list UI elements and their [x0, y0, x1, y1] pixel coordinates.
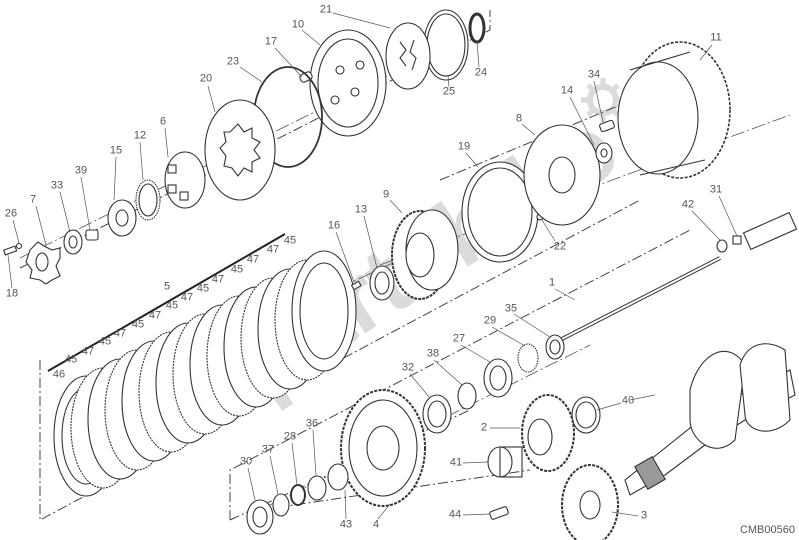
part-label-45[interactable]: 45 [131, 318, 145, 331]
part-38-washer [457, 382, 477, 410]
part-label-11[interactable]: 11 [710, 31, 722, 44]
part-label-17[interactable]: 17 [264, 35, 278, 48]
part-39-pin [85, 229, 99, 241]
part-label-39[interactable]: 39 [74, 164, 88, 177]
part-label-43[interactable]: 43 [339, 518, 353, 531]
part-43-ring [327, 463, 349, 491]
part-label-15[interactable]: 15 [109, 144, 123, 157]
part-label-25[interactable]: 25 [442, 85, 456, 98]
part-label-1[interactable]: 1 [548, 276, 556, 289]
part-24-seal [468, 12, 486, 44]
part-label-14[interactable]: 14 [560, 84, 574, 97]
gear-watermark-icon [581, 78, 625, 122]
part-label-19[interactable]: 19 [457, 140, 471, 153]
clutch-plate-pack [53, 250, 357, 497]
part-label-36[interactable]: 36 [305, 417, 319, 430]
part-label-40[interactable]: 40 [621, 394, 635, 407]
part-label-28[interactable]: 28 [283, 430, 297, 443]
part-label-47[interactable]: 47 [246, 253, 260, 266]
part-36-ring [307, 475, 327, 501]
crankshaft [624, 343, 796, 496]
part-label-47[interactable]: 47 [81, 345, 95, 358]
part-28-circlip [290, 484, 306, 506]
part-20-plate [204, 99, 276, 201]
part-label-10[interactable]: 10 [291, 18, 305, 31]
part-label-45[interactable]: 45 [283, 234, 297, 247]
part-label-44[interactable]: 44 [448, 508, 462, 521]
part-label-5[interactable]: 5 [163, 280, 171, 293]
part-label-18[interactable]: 18 [5, 287, 19, 300]
part-label-35[interactable]: 35 [504, 302, 518, 315]
part-label-4[interactable]: 4 [372, 518, 380, 531]
part-label-7[interactable]: 7 [29, 193, 37, 206]
part-label-26[interactable]: 26 [4, 207, 18, 220]
part-label-45[interactable]: 45 [64, 353, 78, 366]
part-label-45[interactable]: 45 [196, 282, 210, 295]
part-label-13[interactable]: 13 [354, 203, 368, 216]
part-label-21[interactable]: 21 [319, 3, 333, 16]
part-21-plate [385, 22, 431, 90]
part-label-47[interactable]: 47 [113, 327, 127, 340]
part-label-29[interactable]: 29 [483, 314, 497, 327]
part-label-34[interactable]: 34 [587, 68, 601, 81]
part-31-spacer [732, 235, 742, 245]
part-42-bushing [716, 239, 728, 253]
part-label-2[interactable]: 2 [480, 421, 488, 434]
clutch-pack-bracket [47, 233, 286, 372]
part-label-31[interactable]: 31 [709, 183, 723, 196]
part-29-needle-cage [517, 343, 539, 373]
part-label-47[interactable]: 47 [148, 309, 162, 322]
part-label-45[interactable]: 45 [165, 299, 179, 312]
part-label-23[interactable]: 23 [226, 55, 240, 68]
part-26-washer [15, 242, 23, 250]
parts [2, 9, 798, 540]
part-label-20[interactable]: 20 [199, 72, 213, 85]
part-label-33[interactable]: 33 [50, 179, 64, 192]
part-label-37[interactable]: 37 [261, 443, 275, 456]
part-label-45[interactable]: 45 [230, 263, 244, 276]
leader-lines [7, 12, 738, 520]
part-18-bolt [2, 245, 18, 256]
part-label-42[interactable]: 42 [681, 198, 695, 211]
part-44-bolt [489, 506, 509, 520]
part-16-screw [350, 280, 362, 291]
part-label-12[interactable]: 12 [133, 129, 147, 142]
part-34-bolt [599, 119, 615, 133]
part-label-41[interactable]: 41 [449, 456, 463, 469]
part-label-30[interactable]: 30 [239, 455, 253, 468]
part-label-16[interactable]: 16 [327, 219, 341, 232]
part-label-24[interactable]: 24 [474, 66, 488, 79]
part-label-6[interactable]: 6 [159, 115, 167, 128]
part-37-washer [272, 493, 290, 517]
part-label-38[interactable]: 38 [426, 347, 440, 360]
part-label-22[interactable]: 22 [553, 240, 567, 253]
part-label-47[interactable]: 47 [211, 273, 225, 286]
part-label-3[interactable]: 3 [640, 509, 648, 522]
part-label-9[interactable]: 9 [382, 188, 390, 201]
part-label-46[interactable]: 46 [52, 368, 66, 381]
part-label-45[interactable]: 45 [98, 335, 112, 348]
drawing-code: CMB00560 [739, 524, 795, 536]
part-label-32[interactable]: 32 [401, 361, 415, 374]
shaft-spline [742, 211, 798, 251]
part-label-27[interactable]: 27 [452, 332, 466, 345]
part-label-47[interactable]: 47 [266, 243, 280, 256]
part-label-8[interactable]: 8 [515, 112, 523, 125]
part-label-47[interactable]: 47 [180, 291, 194, 304]
